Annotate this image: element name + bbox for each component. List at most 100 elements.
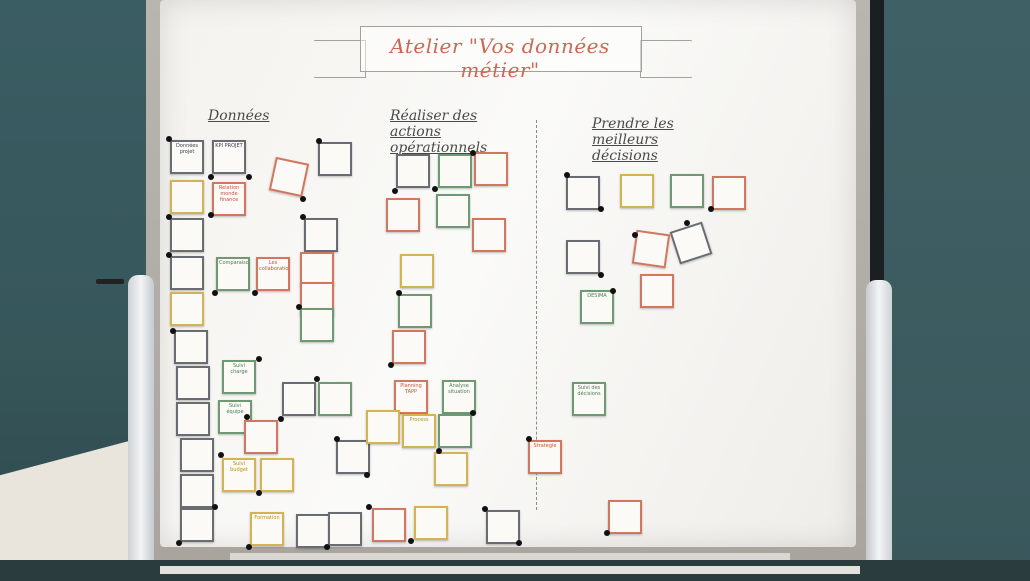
sticky-note xyxy=(438,154,472,188)
magnet xyxy=(244,414,250,420)
magnet xyxy=(166,214,172,220)
sticky-note: Les collaborations xyxy=(256,257,290,291)
magnet xyxy=(604,530,610,536)
magnet xyxy=(278,416,284,422)
sticky-note xyxy=(170,256,204,290)
sticky-note xyxy=(176,402,210,436)
marker-tray xyxy=(230,553,790,563)
magnet xyxy=(436,448,442,454)
sticky-note xyxy=(174,330,208,364)
magnet xyxy=(246,544,252,550)
sticky-note xyxy=(670,174,704,208)
sticky-note xyxy=(366,410,400,444)
sticky-note xyxy=(438,414,472,448)
sticky-note xyxy=(260,458,294,492)
sticky-note: Relation monde finance xyxy=(212,182,246,216)
column-heading-decisions: Prendre les meilleurs décisions xyxy=(592,116,674,164)
sticky-note xyxy=(336,440,370,474)
magnet xyxy=(632,232,638,238)
marker xyxy=(96,279,124,284)
sticky-note xyxy=(566,176,600,210)
magnet xyxy=(212,504,218,510)
stand-base xyxy=(160,566,860,574)
magnet xyxy=(516,540,522,546)
magnet xyxy=(208,212,214,218)
sticky-note xyxy=(304,218,338,252)
magnet xyxy=(256,490,262,496)
sticky-note: Suivi des décisions xyxy=(572,382,606,416)
magnet xyxy=(684,220,690,226)
sticky-note: Comparaison xyxy=(216,257,250,291)
magnet xyxy=(470,410,476,416)
magnet xyxy=(166,136,172,142)
sticky-note xyxy=(180,474,214,508)
magnet xyxy=(300,214,306,220)
sticky-note xyxy=(400,254,434,288)
magnet xyxy=(364,472,370,478)
sticky-note xyxy=(472,218,506,252)
magnet xyxy=(408,538,414,544)
magnet xyxy=(396,290,402,296)
sticky-note xyxy=(176,366,210,400)
magnet xyxy=(218,452,224,458)
magnet xyxy=(208,174,214,180)
magnet xyxy=(314,376,320,382)
sticky-note xyxy=(712,176,746,210)
sticky-note: Données projet xyxy=(170,140,204,174)
column-heading-donnees: Données xyxy=(208,108,270,124)
magnet xyxy=(176,540,182,546)
sticky-note xyxy=(282,382,316,416)
magnet xyxy=(166,252,172,258)
magnet xyxy=(300,196,306,202)
magnet xyxy=(388,362,394,368)
stand-right xyxy=(866,280,892,581)
magnet xyxy=(170,328,176,334)
sticky-note: Process xyxy=(402,414,436,448)
title-banner xyxy=(360,26,642,72)
magnet xyxy=(316,138,322,144)
magnet xyxy=(212,290,218,296)
sticky-note xyxy=(392,330,426,364)
sticky-note: Analyse situation xyxy=(442,380,476,414)
magnet xyxy=(324,544,330,550)
sticky-note xyxy=(608,500,642,534)
sticky-note: Formation xyxy=(250,512,284,546)
sticky-note xyxy=(398,294,432,328)
sticky-note: Suivi charge xyxy=(222,360,256,394)
sticky-note: Planning TAPP xyxy=(394,380,428,414)
sticky-note xyxy=(300,252,334,286)
sticky-note xyxy=(268,156,310,198)
sticky-note: DESIMA xyxy=(580,290,614,324)
sticky-note xyxy=(318,382,352,416)
sticky-note xyxy=(180,508,214,542)
sticky-note xyxy=(386,198,420,232)
stand-left xyxy=(128,275,154,581)
board-title: Atelier "Vos données métier" xyxy=(390,34,610,82)
sticky-note: Stratégie xyxy=(528,440,562,474)
magnet xyxy=(564,172,570,178)
magnet xyxy=(256,356,262,362)
magnet xyxy=(252,290,258,296)
sticky-note xyxy=(244,420,278,454)
magnet xyxy=(246,174,252,180)
sticky-note xyxy=(620,174,654,208)
sticky-note xyxy=(436,194,470,228)
sticky-note xyxy=(372,508,406,542)
magnet xyxy=(598,206,604,212)
sticky-note xyxy=(328,512,362,546)
sticky-note: KPI PROJET xyxy=(212,140,246,174)
sticky-note xyxy=(414,506,448,540)
magnet xyxy=(708,206,714,212)
sticky-note xyxy=(640,274,674,308)
sticky-note xyxy=(396,154,430,188)
magnet xyxy=(366,504,372,510)
sticky-note xyxy=(170,180,204,214)
sticky-note xyxy=(170,218,204,252)
magnet xyxy=(334,436,340,442)
magnet xyxy=(296,304,302,310)
column-divider xyxy=(536,120,537,510)
magnet xyxy=(598,272,604,278)
sticky-note xyxy=(296,514,330,548)
column-heading-actions: Réaliser des actions opérationnels xyxy=(390,108,488,156)
sticky-note xyxy=(566,240,600,274)
